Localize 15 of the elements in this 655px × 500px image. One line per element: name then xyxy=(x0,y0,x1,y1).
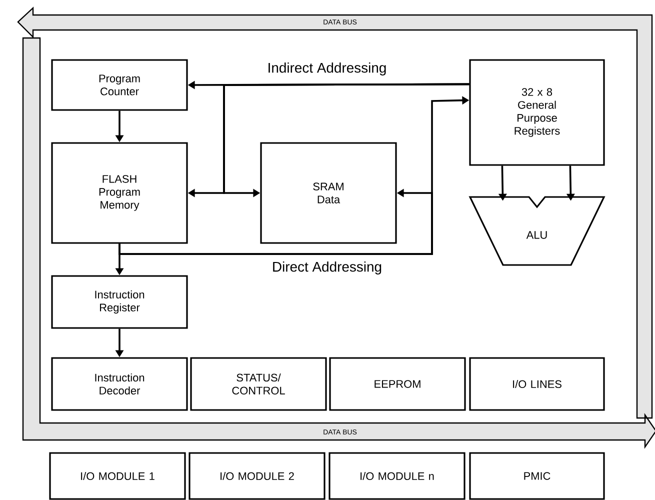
block-box: SRAM Data xyxy=(260,142,397,244)
block-box: STATUS/ CONTROL xyxy=(190,357,327,411)
block-box: I/O LINES xyxy=(469,357,605,411)
edge-label: Direct Addressing xyxy=(270,260,384,276)
edge-label: Indirect Addressing xyxy=(266,62,388,76)
block-box: EEPROM xyxy=(329,357,466,411)
block-box: I/O MODULE 2 xyxy=(188,452,326,500)
block-box: 32 x 8 General Purpose Registers xyxy=(469,59,605,166)
block-box: I/O MODULE 1 xyxy=(49,452,186,500)
block-box: Instruction Register xyxy=(51,275,188,329)
block-box: FLASH Program Memory xyxy=(51,142,188,244)
block-box: Instruction Decoder xyxy=(51,357,188,411)
block-box: Program Counter xyxy=(51,59,188,111)
block-box: I/O MODULE n xyxy=(328,452,466,500)
block-box: PMIC xyxy=(469,452,605,500)
